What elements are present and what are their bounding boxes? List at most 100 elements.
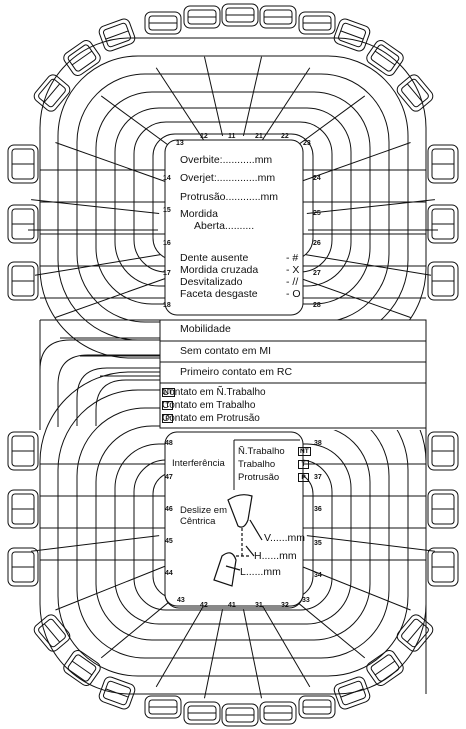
tooth-number-33: 33 bbox=[302, 597, 310, 604]
tooth-number-25: 25 bbox=[313, 210, 321, 217]
interf-t-box: T bbox=[298, 460, 309, 469]
tooth-number-17: 17 bbox=[163, 270, 171, 277]
tooth-number-47: 47 bbox=[165, 474, 173, 481]
lower-spoke-0 bbox=[55, 565, 168, 610]
l-mm-field: L......mm bbox=[240, 566, 281, 578]
tooth-number-42: 42 bbox=[200, 602, 208, 609]
legend-mordida-cruzada: Mordida cruzada bbox=[180, 264, 259, 276]
legend-dente-ausente: Dente ausente bbox=[180, 252, 249, 264]
upper-incisor-shape bbox=[228, 495, 252, 527]
middle-curve-3 bbox=[96, 380, 160, 426]
deslize-guide-lines bbox=[236, 528, 250, 556]
tooth-number-43: 43 bbox=[177, 597, 185, 604]
tooth-number-31: 31 bbox=[255, 602, 263, 609]
legend-desvitalizado: Desvitalizado bbox=[180, 276, 243, 288]
sem-contato-mi-row: Sem contato em MI bbox=[180, 345, 272, 357]
tooth-number-36: 36 bbox=[314, 506, 322, 513]
mordida-label: Mordida bbox=[180, 208, 218, 220]
tooth-number-41: 41 bbox=[228, 602, 236, 609]
middle-mask bbox=[160, 320, 426, 430]
upper-spoke-12 bbox=[35, 255, 161, 276]
tooth-number-16: 16 bbox=[163, 240, 171, 247]
mordida-aberta-field: Aberta.......... bbox=[194, 220, 255, 232]
middle-curve-0 bbox=[40, 340, 160, 430]
lower-ring-2 bbox=[77, 408, 389, 658]
lower-corner-tooth-icon-0 bbox=[32, 612, 72, 653]
left-lower-tooth-icon-1 bbox=[8, 490, 38, 528]
lower-corner-tooth-icon-2 bbox=[61, 648, 102, 688]
tooth-number-34: 34 bbox=[314, 572, 322, 579]
tooth-number-46: 46 bbox=[165, 506, 173, 513]
lower-ring-3 bbox=[96, 426, 370, 640]
tooth-number-27: 27 bbox=[313, 270, 321, 277]
top-tooth-icon-3 bbox=[260, 6, 296, 28]
protrusao-field: Protrusão............mm bbox=[180, 191, 279, 203]
lower-incisor-shape bbox=[214, 553, 236, 586]
lower-spoke-7 bbox=[298, 565, 411, 610]
chart-frame-lines bbox=[28, 38, 438, 698]
upper-ring-3 bbox=[96, 92, 370, 304]
tooth-number-14: 14 bbox=[163, 175, 171, 182]
bottom-tooth-icon-1 bbox=[184, 702, 220, 724]
lower-spoke-4 bbox=[243, 609, 261, 698]
lower-inner-box bbox=[165, 432, 303, 606]
middle-curve-2 bbox=[77, 368, 160, 426]
lower-ring-1 bbox=[58, 390, 408, 676]
upper-spoke-0 bbox=[55, 143, 168, 183]
contact-p-row: P Contato em Protrusão bbox=[162, 413, 260, 424]
tooth-number-12: 12 bbox=[200, 133, 208, 140]
bottom-tooth-icon-4 bbox=[299, 696, 335, 718]
lower-corner-tooth-icon-4 bbox=[98, 675, 137, 710]
t-box-icon: T bbox=[162, 401, 173, 410]
right-lower-tooth-icon-0 bbox=[428, 432, 458, 470]
left-upper-tooth-icon-1 bbox=[8, 205, 38, 243]
tooth-number-13: 13 bbox=[176, 140, 184, 147]
tooth-number-28: 28 bbox=[313, 302, 321, 309]
tooth-icons bbox=[8, 4, 458, 726]
centrica-label: Cêntrica bbox=[180, 516, 216, 527]
interf-t-label: Trabalho bbox=[238, 459, 276, 470]
upper-corner-tooth-icon-1 bbox=[333, 17, 372, 52]
bottom-tooth-icon-2 bbox=[222, 704, 258, 726]
top-tooth-icon-0 bbox=[145, 12, 181, 34]
tooth-number-37: 37 bbox=[314, 474, 322, 481]
upper-corner-tooth-icon-5 bbox=[395, 72, 435, 113]
upper-spoke-4 bbox=[243, 57, 261, 136]
right-upper-tooth-icon-0 bbox=[428, 145, 458, 183]
upper-spoke-3 bbox=[204, 57, 222, 136]
tooth-number-38: 38 bbox=[314, 440, 322, 447]
legend-mordida-cruzada-symbol: - X bbox=[286, 264, 300, 276]
legend-desvitalizado-symbol: - // bbox=[286, 276, 299, 288]
upper-spoke-2 bbox=[156, 68, 205, 142]
tooth-number-23: 23 bbox=[303, 140, 311, 147]
legend-faceta-desgaste-symbol: - O bbox=[286, 288, 301, 300]
top-tooth-icon-4 bbox=[299, 12, 335, 34]
upper-spoke-5 bbox=[261, 68, 310, 142]
tooth-number-21: 21 bbox=[255, 133, 263, 140]
left-lower-tooth-icon-2 bbox=[8, 548, 38, 586]
upper-spoke-7 bbox=[298, 143, 411, 183]
p-box-icon: P bbox=[162, 414, 173, 423]
upper-ring-4 bbox=[115, 108, 351, 286]
mobilidade-row: Mobilidade bbox=[180, 323, 231, 335]
v-mm-field: V......mm bbox=[264, 532, 306, 544]
tooth-number-18: 18 bbox=[163, 302, 171, 309]
interf-p-box: P bbox=[298, 473, 309, 482]
contact-nt-row: NT Contato em Ñ.Trabalho bbox=[162, 387, 266, 398]
right-upper-tooth-icon-1 bbox=[428, 205, 458, 243]
contact-nt-label: Contato em Ñ.Trabalho bbox=[162, 387, 266, 398]
lower-spoke-9 bbox=[307, 536, 435, 552]
tooth-number-48: 48 bbox=[165, 440, 173, 447]
upper-corner-tooth-icon-0 bbox=[98, 17, 137, 52]
tooth-number-24: 24 bbox=[313, 175, 321, 182]
tooth-number-45: 45 bbox=[165, 538, 173, 545]
left-upper-tooth-icon-0 bbox=[8, 145, 38, 183]
interf-nt-label: Ñ.Trabalho bbox=[238, 446, 285, 457]
upper-corner-tooth-icon-3 bbox=[364, 38, 405, 78]
lower-spoke-8 bbox=[31, 536, 159, 552]
contact-p-label: Contato em Protrusão bbox=[162, 413, 260, 424]
lower-corner-tooth-icon-3 bbox=[364, 648, 405, 688]
interferencia-label: Interferência bbox=[172, 458, 225, 469]
deslize-figure bbox=[214, 495, 262, 586]
nt-box-icon: NT bbox=[162, 388, 175, 397]
